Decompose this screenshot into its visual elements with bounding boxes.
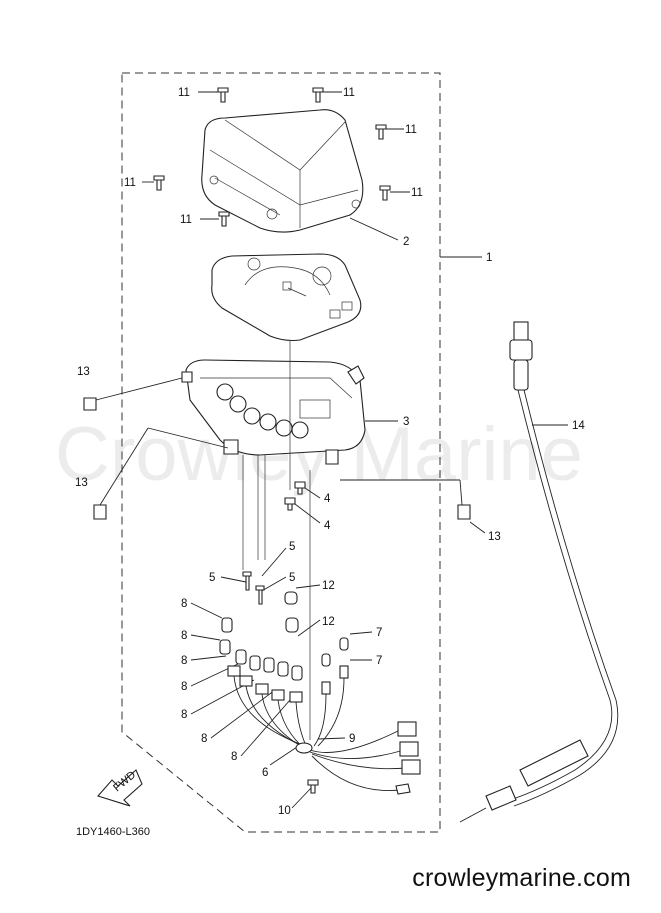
callout-9: 9 — [349, 733, 355, 745]
callout-11: 11 — [405, 124, 417, 136]
wire-harness — [233, 675, 421, 795]
callout-11: 11 — [124, 177, 136, 189]
callout-6: 6 — [262, 767, 268, 779]
meter-cover — [201, 109, 364, 233]
callout-14: 14 — [572, 420, 585, 432]
callout-8: 8 — [181, 681, 187, 693]
callout-8: 8 — [201, 733, 207, 745]
callout-11: 11 — [411, 187, 423, 199]
callout-5: 5 — [289, 572, 295, 584]
guide-lines — [242, 340, 311, 740]
assembly-boundary — [121, 72, 441, 833]
bulbs-and-sockets — [219, 591, 349, 703]
footer-url: crowleymarine.com — [412, 864, 631, 892]
callout-8: 8 — [181, 655, 187, 667]
screws-11 — [153, 87, 391, 227]
callout-4: 4 — [324, 493, 331, 505]
callout-13: 13 — [77, 366, 90, 378]
callout-2: 2 — [403, 236, 409, 248]
callout-5: 5 — [289, 541, 295, 553]
callout-7: 7 — [376, 655, 382, 667]
callout-13: 13 — [75, 477, 88, 489]
diagram-code: 1DY1460-L360 — [76, 826, 150, 838]
callout-8: 8 — [181, 709, 187, 721]
meter-lower-case — [181, 359, 366, 465]
callout-8: 8 — [181, 598, 187, 610]
callout-8: 8 — [231, 751, 237, 763]
callout-5: 5 — [209, 572, 215, 584]
fwd-arrow: FWD — [97, 769, 143, 807]
leader-lines — [95, 91, 568, 809]
callout-10: 10 — [278, 805, 291, 817]
callout-3: 3 — [403, 416, 409, 428]
callout-12: 12 — [322, 616, 335, 628]
speedometer-cable — [459, 321, 619, 823]
clips-13 — [83, 397, 471, 520]
callout-12: 12 — [322, 580, 335, 592]
callout-1: 1 — [486, 252, 492, 264]
callout-4: 4 — [324, 520, 331, 532]
callout-labels: 11 11 11 11 11 11 2 1 3 13 13 13 14 4 4 … — [75, 87, 585, 817]
callout-13: 13 — [488, 531, 501, 543]
meter-dial — [211, 253, 362, 342]
callout-11: 11 — [343, 87, 355, 99]
callout-11: 11 — [178, 87, 190, 99]
callout-8: 8 — [181, 630, 187, 642]
screw-10 — [307, 779, 319, 794]
callout-7: 7 — [376, 627, 382, 639]
callout-11: 11 — [180, 214, 192, 226]
screws-5 — [242, 571, 265, 605]
